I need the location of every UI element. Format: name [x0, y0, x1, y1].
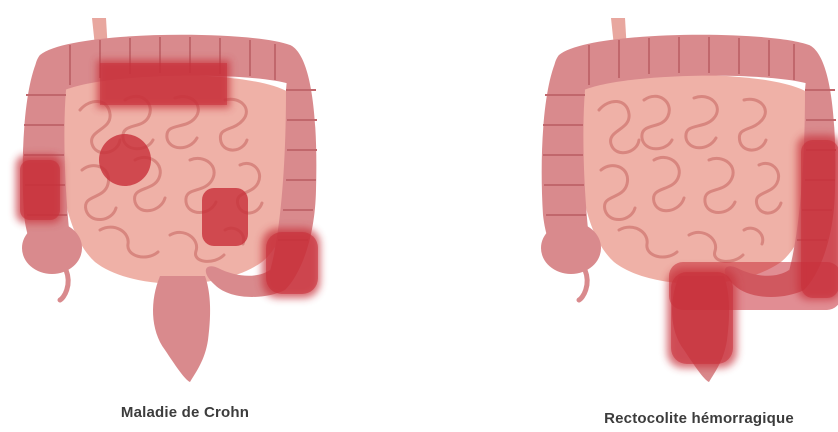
- rch-panel: Rectocolite hémorragique: [419, 0, 838, 432]
- rch-caption: Rectocolite hémorragique: [604, 410, 794, 427]
- rch-intestine-illustration: [419, 0, 838, 392]
- crohn-panel: Maladie de Crohn: [0, 0, 419, 432]
- crohn-caption: Maladie de Crohn: [121, 404, 249, 421]
- inflamed-zone-transverse-core: [100, 63, 227, 105]
- inflamed-zone-small-intestine-2: [202, 188, 248, 246]
- crohn-intestine-illustration: [0, 0, 340, 392]
- inflamed-zone-rectum-core: [671, 272, 733, 364]
- inflamed-zone-ascending-core: [20, 160, 60, 220]
- inflamed-zone-small-intestine-1: [99, 134, 151, 186]
- inflamed-zone-sigmoid-core: [266, 232, 318, 294]
